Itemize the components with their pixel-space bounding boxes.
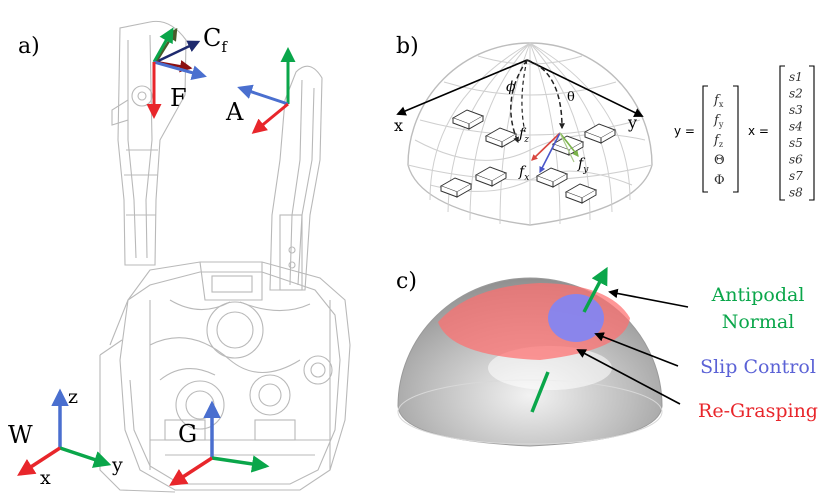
theta-arc <box>526 59 565 130</box>
y-bracket-right <box>733 85 739 193</box>
x-vector-entry: s2 <box>789 87 803 101</box>
left-finger <box>117 20 187 266</box>
frame-label-a: A <box>225 98 244 126</box>
a-axis-blue <box>237 84 289 106</box>
fz-label: fz <box>518 126 529 145</box>
x-vector-entry: s5 <box>789 136 803 150</box>
antipodal-pointer <box>608 288 689 308</box>
slip-region <box>548 294 604 342</box>
panel-c-label: c) <box>396 269 417 294</box>
phi-label: ϕ <box>506 79 516 95</box>
frame-w: W z y x <box>8 386 123 489</box>
a-axis-red <box>251 102 289 134</box>
y-vector-entry: fz <box>713 133 723 149</box>
frame-label-f: F <box>170 84 187 112</box>
antipodal-normal-top <box>582 266 608 313</box>
y-vector-entry: fy <box>713 113 724 129</box>
fx-label: fx <box>518 164 529 183</box>
frame-label-cf: Cf <box>203 24 228 56</box>
y-vector-entry: Θ <box>714 153 725 168</box>
antipodal-label-line2: Normal <box>722 311 795 333</box>
sensor-pad <box>564 183 598 204</box>
panel-c: c) Antipodal Normal Slip Control Re-Gras… <box>396 266 818 447</box>
x-vector-entries: s1 s2 s3 s4 s5 s6 s7 s8 <box>789 70 803 200</box>
x-vector-entry: s1 <box>789 70 803 84</box>
x-vector-entry: s4 <box>789 120 803 134</box>
dome-x-axis <box>396 59 528 116</box>
sensor-pad <box>474 166 508 187</box>
fx-vector <box>539 132 561 174</box>
dome-x-label: x <box>394 116 403 135</box>
panel-b: b) <box>394 34 815 226</box>
sensor-pad <box>535 167 569 188</box>
x-bracket-right <box>809 65 815 201</box>
regrasping-label: Re-Grasping <box>698 400 818 422</box>
w-axis-y <box>59 446 112 468</box>
panel-b-label: b) <box>396 34 419 59</box>
frame-f: F <box>146 27 207 119</box>
x-vector-entry: s7 <box>789 169 803 183</box>
f-axis-blue <box>153 60 207 80</box>
sensor-pad <box>439 177 473 198</box>
antipodal-normal-bottom <box>530 371 550 413</box>
right-finger <box>269 65 323 291</box>
frame-label-w: W <box>8 421 33 449</box>
phi-arc-2 <box>521 59 528 133</box>
g-axis-green <box>211 455 270 473</box>
x-vector-entry: s6 <box>789 153 803 167</box>
frame-label-g: G <box>178 420 197 448</box>
x-vector-entry: s3 <box>789 103 803 117</box>
fy-vector-2 <box>559 132 575 163</box>
frame-cf: Cf <box>154 24 228 73</box>
y-vector-entry: fx <box>713 93 724 109</box>
slip-control-label: Slip Control <box>700 356 816 378</box>
dome-y-axis <box>526 59 644 117</box>
fz-vector <box>531 132 561 161</box>
panel-a: a) <box>8 20 351 493</box>
panel-a-label: a) <box>18 34 40 59</box>
theta-label: θ <box>567 90 575 105</box>
cf-axis-navy <box>155 40 201 64</box>
gripper-drawing <box>99 20 351 493</box>
y-equals-label: y = <box>674 124 695 138</box>
fy-vector <box>559 132 579 158</box>
antipodal-label-line1: Antipodal <box>711 284 805 306</box>
g-axis-red <box>169 456 213 486</box>
input-vector-x: x = s1 s2 s3 s4 s5 s6 s7 s8 <box>748 65 815 201</box>
w-axis-x <box>17 446 61 476</box>
frame-a: A <box>225 47 296 134</box>
y-vector-entry: Φ <box>714 173 725 188</box>
y-bracket-left <box>702 85 708 193</box>
sensor-pads <box>439 109 617 204</box>
frame-g: G <box>169 400 270 486</box>
sensor-pad <box>484 127 518 148</box>
axis-label-y: y <box>111 454 123 476</box>
sensor-pad <box>451 109 485 130</box>
sensor-pad <box>583 123 617 144</box>
fy-label: fy <box>577 156 589 175</box>
phi-arc <box>510 59 528 144</box>
x-equals-label: x = <box>748 124 769 138</box>
axis-label-z: z <box>68 386 78 408</box>
dome-y-label: y <box>627 113 637 132</box>
x-vector-entry: s8 <box>789 186 803 200</box>
x-bracket-left <box>779 65 785 201</box>
f-axis-green <box>152 27 174 63</box>
regrasp-pointer <box>576 349 681 405</box>
axis-label-x: x <box>40 467 51 489</box>
slip-pointer <box>594 332 679 367</box>
